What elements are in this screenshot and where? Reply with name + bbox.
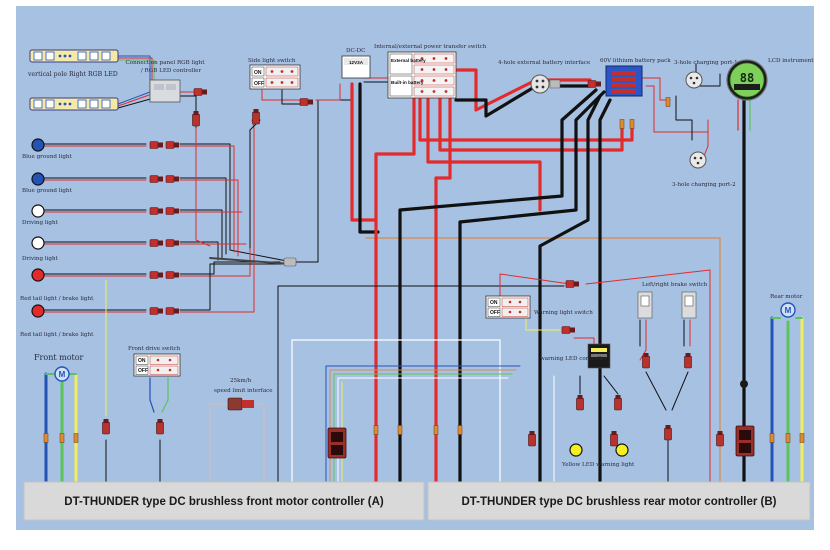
charging-port-2-label: 3-hole charging port-2 [672,182,736,188]
external-battery-label: External battery [391,58,426,63]
rear-motor-symbol: M [785,306,792,315]
warning-switch-on-label: ON [490,300,498,306]
front-light-connector [102,418,110,435]
driving-light-1-label: Driving light [22,220,59,226]
warning-light-switch[interactable] [485,295,531,319]
charging-port-2 [689,151,707,169]
charging-port-1 [685,71,703,89]
rgb-vertical-connector [192,110,200,127]
warning-light-switch-label: Warning light switch [534,310,593,316]
right-brake-switch[interactable] [681,291,697,319]
yellow-led-warning-light-right [615,443,629,457]
blue-ground-light-1-label: Blue ground light [22,154,73,160]
built-in-battery-label: Built-in battery [391,80,424,85]
blue-ground-light-2 [31,172,45,186]
vertical-pole-led-label: vertical pole Right RGB LED [27,71,118,78]
dcdc-label: DC-DC [346,48,365,54]
rgb-controller-connector [193,88,208,96]
rear-controller-connector-block [735,380,755,457]
warning-mid-connector [561,326,576,334]
red-tail-light-1 [31,268,45,282]
red-tail-light-2-label: Red tail light / brake light [20,332,94,338]
warning-top-connector [565,280,580,288]
lcd-instrument [726,59,768,101]
warning-led-connector-left [576,394,584,411]
speed-limit-label-line2: speed limit interface [214,388,273,394]
battery-fuse-1 [619,119,625,129]
lithium-pack-label: 60V lithium battery pack [600,58,671,64]
driving-light-2-label: Driving light [22,256,59,262]
red-tail-light-1-label: Red tail light / brake light [20,296,94,302]
speed-limit-label-line1: 25km/h [230,378,252,384]
side-light-switch-label: Side light switch [248,58,296,64]
side-switch-vertical-connector [252,108,260,125]
warning-led-connector-bottom-left [528,430,536,447]
red-tail-light-2 [31,304,45,318]
front-drive-switch-label: Front drive switch [128,346,181,352]
brake-merge-connector [664,424,672,441]
ext-battery-interface [530,74,561,94]
bundle-connector [283,257,297,267]
rgb-led-strip-bottom [29,97,119,111]
warning-led-connector-bottom-right [610,430,618,447]
warning-led-controller-label: warning LED controller [540,356,607,362]
ext-battery-interface-label: 4-hole external battery interface [498,60,591,66]
charging-port-1-label: 3-hole charging port-1 [674,60,738,66]
lcd-instrument-label: LCD instrument [768,58,814,64]
side-switch-off-label: OFF [254,81,264,87]
front-drive-switch-connector [156,418,164,435]
rgb-panel-label-line2: / RGB LED controller [141,68,202,74]
power-transfer-switch[interactable] [387,51,457,99]
front-switch-on-label: ON [138,358,146,364]
rear-motor-label: Rear motor [770,294,803,300]
rear-controller-side-connector [716,430,724,447]
battery-fuse-2 [629,119,635,129]
charging-fuse [665,97,671,107]
side-light-switch[interactable] [249,64,301,90]
power-transfer-switch-label: Internal/external power transfer switch [374,44,487,50]
lithium-battery-pack [605,65,643,97]
battery-interface-connector [587,80,602,88]
blue-ground-light-2-label: Blue ground light [22,188,73,194]
left-brake-connector [642,352,650,369]
dcdc-converter [341,55,371,79]
blue-ground-light-1 [31,138,45,152]
front-controller-label: DT-THUNDER type DC brushless front motor… [64,496,384,508]
rgb-led-controller [149,79,181,103]
front-motor-symbol: M [59,370,66,379]
rear-controller-label: DT-THUNDER type DC brushless rear motor … [461,496,776,508]
left-brake-switch[interactable] [637,291,653,319]
yellow-led-warning-light-left [569,443,583,457]
driving-light-2 [31,236,45,250]
yellow-led-label: Yellow LED warning light [561,462,635,468]
front-motor-controller-a [23,481,425,521]
brake-switch-label: Left/right brake switch [642,282,708,288]
rear-motor-controller-b [427,481,811,521]
driving-light-1 [31,204,45,218]
warning-led-controller [587,343,611,369]
rgb-panel-label-line1: Connection panel RGB light [125,60,205,66]
front-drive-switch[interactable] [133,353,181,377]
warning-led-connector-right [614,394,622,411]
speed-limit-interface [227,397,254,411]
rear-motor [780,302,796,318]
front-switch-off-label: OFF [138,368,148,374]
side-switch-on-label: ON [254,70,262,76]
rgb-led-strip-top [29,49,119,63]
side-switch-connector [299,98,314,106]
lcd-display-value: 88 [740,71,754,85]
right-brake-connector [684,352,692,369]
dcdc-value: 12V3A [349,60,364,65]
front-motor-label: Front motor [34,353,84,362]
front-motor [54,366,70,382]
warning-switch-off-label: OFF [490,310,500,316]
front-controller-connector-block [327,427,347,459]
